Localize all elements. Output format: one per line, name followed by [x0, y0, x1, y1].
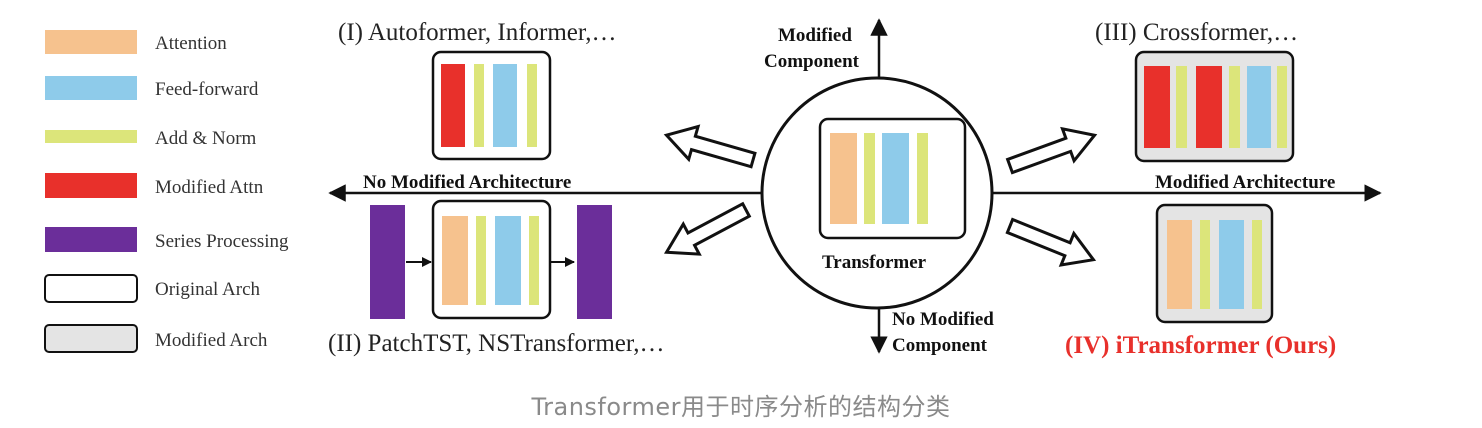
- legend-label-original-arch: Original Arch: [155, 279, 261, 300]
- axis-label-modified-component-line2: Component: [764, 51, 860, 72]
- legend-swatch-modified-arch: [44, 324, 138, 353]
- hollow-arrow-to-group-II: [663, 201, 752, 256]
- hollow-arrow-to-group-IV: [1005, 217, 1097, 267]
- legend-swatch-feed-forward: [45, 76, 137, 100]
- axis-label-no-modified-component-line2: Component: [892, 335, 988, 356]
- group-II-series-processing-left: [370, 205, 405, 319]
- legend-item-feed-forward: Feed-forward: [45, 76, 259, 100]
- legend: Attention Feed-forward Add & Norm Modifi…: [44, 30, 289, 353]
- legend-item-modified-attn: Modified Attn: [45, 173, 264, 198]
- legend-label-modified-arch: Modified Arch: [155, 330, 268, 351]
- group-I-block-feed-forward: [493, 64, 517, 147]
- legend-item-series-processing: Series Processing: [45, 227, 289, 252]
- axis-label-modified-component-line1: Modified: [778, 25, 852, 46]
- center-label: Transformer: [822, 252, 927, 273]
- legend-label-feed-forward: Feed-forward: [155, 79, 259, 100]
- group-II-series-processing-right: [577, 205, 612, 319]
- group-II-title: (II) PatchTST, NSTransformer,…: [328, 330, 664, 357]
- figure-caption: Transformer用于时序分析的结构分类: [531, 393, 951, 421]
- group-IV-block-feed-forward: [1219, 220, 1244, 309]
- group-II-block-add-norm-2: [529, 216, 539, 305]
- legend-swatch-modified-attn: [45, 173, 137, 198]
- legend-item-original-arch: Original Arch: [44, 274, 261, 303]
- group-III-block-add-norm-2: [1229, 66, 1240, 148]
- hollow-arrow-to-group-III: [1005, 126, 1098, 175]
- legend-swatch-original-arch: [44, 274, 138, 303]
- legend-item-attention: Attention: [45, 30, 227, 54]
- group-I-block-modified-attn: [441, 64, 465, 147]
- group-II-block-attention: [442, 216, 468, 305]
- center-block-add-norm-2: [917, 133, 928, 224]
- group-IV: (IV) iTransformer (Ours): [1065, 203, 1336, 359]
- center-block-feed-forward: [882, 133, 909, 224]
- legend-item-modified-arch: Modified Arch: [44, 324, 268, 353]
- group-III-block-modified-attn-1: [1144, 66, 1170, 148]
- hollow-arrow-to-group-I: [663, 124, 757, 169]
- group-IV-block-add-norm-1: [1200, 220, 1210, 309]
- group-I-block-add-norm-2: [527, 64, 537, 147]
- hollow-arrows: [663, 124, 1098, 267]
- group-II: (II) PatchTST, NSTransformer,…: [328, 199, 664, 357]
- center-block-attention: [830, 133, 857, 224]
- group-III-block-add-norm-1: [1176, 66, 1187, 148]
- legend-label-attention: Attention: [155, 33, 227, 54]
- axes: No Modified Architecture Modified Archit…: [328, 18, 1382, 356]
- legend-label-series-processing: Series Processing: [155, 231, 289, 252]
- axis-label-no-modified-component-line1: No Modified: [892, 309, 994, 330]
- group-IV-block-attention: [1167, 220, 1192, 309]
- legend-swatch-series-processing: [45, 227, 137, 252]
- axis-label-no-modified-architecture: No Modified Architecture: [363, 172, 571, 193]
- group-III-block-feed-forward: [1247, 66, 1271, 148]
- center-transformer: Transformer: [760, 76, 994, 310]
- legend-swatch-attention: [45, 30, 137, 54]
- group-III-title: (III) Crossformer,…: [1095, 19, 1298, 46]
- group-I-block-add-norm-1: [474, 64, 484, 147]
- group-II-block-feed-forward: [495, 216, 521, 305]
- group-IV-block-add-norm-2: [1252, 220, 1262, 309]
- group-III: (III) Crossformer,…: [1095, 19, 1298, 163]
- legend-swatch-add-norm: [45, 130, 137, 143]
- center-block-add-norm-1: [864, 133, 875, 224]
- group-III-block-add-norm-3: [1277, 66, 1287, 148]
- group-III-block-modified-attn-2: [1196, 66, 1222, 148]
- legend-label-add-norm: Add & Norm: [155, 128, 257, 149]
- group-II-block-add-norm-1: [476, 216, 486, 305]
- group-I: (I) Autoformer, Informer,…: [338, 19, 616, 161]
- axis-label-modified-architecture: Modified Architecture: [1155, 172, 1335, 193]
- group-I-title: (I) Autoformer, Informer,…: [338, 19, 616, 46]
- group-IV-title: (IV) iTransformer (Ours): [1065, 332, 1336, 359]
- legend-label-modified-attn: Modified Attn: [155, 177, 264, 198]
- legend-item-add-norm: Add & Norm: [45, 128, 257, 149]
